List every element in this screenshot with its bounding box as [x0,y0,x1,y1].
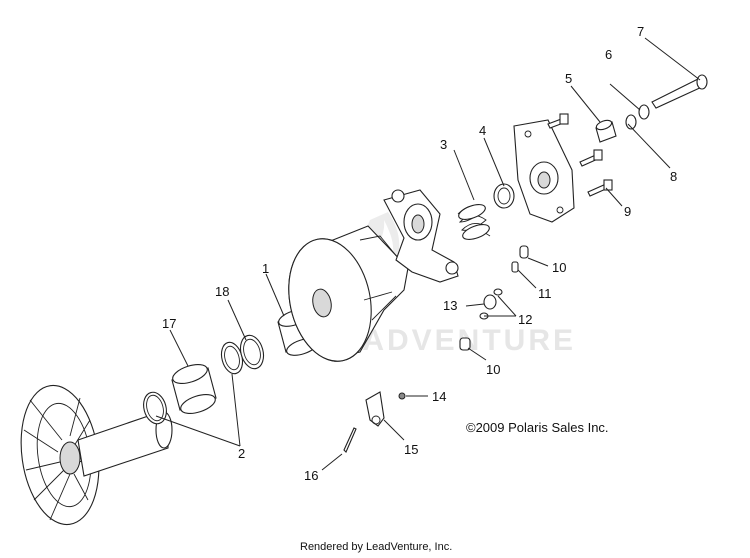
washers [625,104,650,130]
callout-18: 18 [215,284,229,299]
callout-10-lower: 10 [486,362,500,377]
callout-8: 8 [670,169,677,184]
callout-labels: 1 2 3 4 5 6 7 8 9 10 11 12 13 14 15 16 1… [162,24,677,483]
cover-bolts [547,113,613,197]
roller-bushing [595,119,617,143]
spring [457,204,491,240]
thrust-washer [239,334,265,370]
sleeve-bushing [171,364,217,414]
callout-9: 9 [624,204,631,219]
callout-1: 1 [262,261,269,276]
spring-seat [493,183,515,209]
callout-17: 17 [162,316,176,331]
callout-6: 6 [605,47,612,62]
callout-10-upper: 10 [552,260,566,275]
callout-16: 16 [304,468,318,483]
callout-15: 15 [404,442,418,457]
callout-13: 13 [443,298,457,313]
cover-plate [513,119,575,223]
fixed-sheave [20,384,173,526]
callout-5: 5 [565,71,572,86]
callout-11: 11 [538,286,552,301]
moveable-sheave [288,225,409,362]
flyweight-parts [343,391,406,453]
small-pins [459,245,529,351]
pivot-pin [651,74,708,109]
callout-12: 12 [518,312,532,327]
retaining-rings [143,341,244,425]
callout-2: 2 [238,446,245,461]
spider-assembly [383,189,459,283]
leader-lines [155,37,701,471]
callout-14: 14 [432,389,446,404]
callout-4: 4 [479,123,486,138]
callout-3: 3 [440,137,447,152]
footer-credit: Rendered by LeadVenture, Inc. [300,541,452,553]
copyright-notice: ©2009 Polaris Sales Inc. [466,420,609,435]
callout-7: 7 [637,24,644,39]
